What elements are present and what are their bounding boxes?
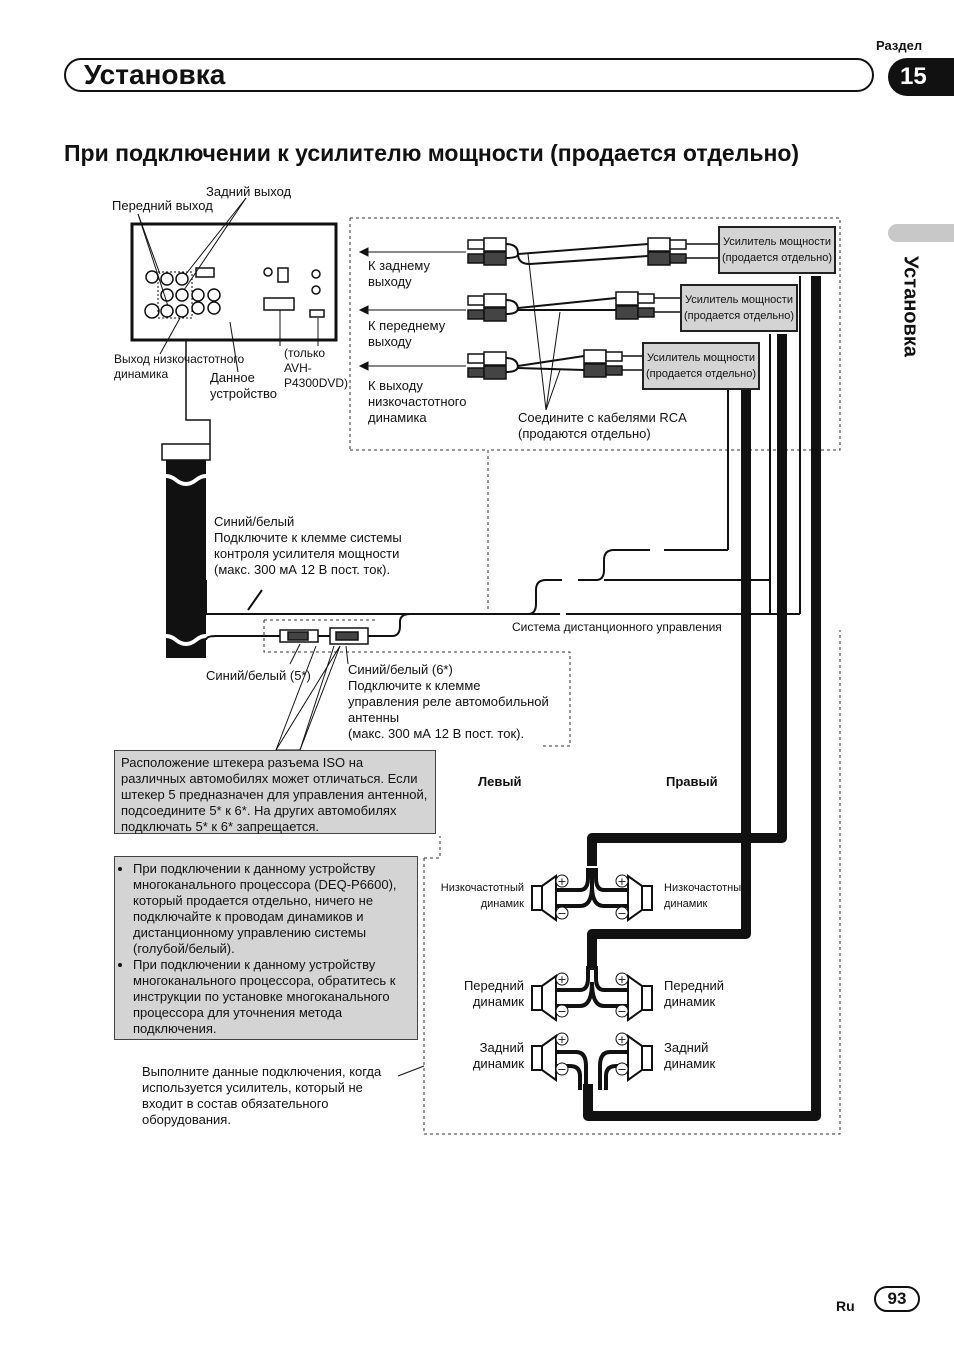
side-chapter-title: Установка bbox=[899, 256, 922, 357]
amplifier-box-2: Усилитель мощности (продается отдельно) bbox=[680, 284, 798, 332]
svg-text:+: + bbox=[617, 973, 626, 986]
label-sub-right: Низкочастотный динамик bbox=[664, 882, 748, 910]
wiring-harness bbox=[166, 460, 206, 658]
chapter-title: Установка bbox=[84, 59, 226, 90]
note-bullet: При подключении к данному устройству мно… bbox=[133, 861, 411, 957]
rca-jacks bbox=[144, 267, 321, 319]
svg-text:−: − bbox=[617, 1063, 626, 1076]
page-heading: При подключении к усилителю мощности (пр… bbox=[64, 140, 800, 166]
label-remote-system: Система дистанционного управления bbox=[512, 620, 722, 634]
label-right: Правый bbox=[666, 774, 718, 789]
note-bullet: При подключении к данному устройству мно… bbox=[133, 957, 411, 1037]
amp-note: Выполните данные подключения, когда испо… bbox=[142, 1064, 382, 1127]
svg-text:+: + bbox=[557, 973, 566, 986]
speakers bbox=[531, 874, 653, 1082]
label-left: Левый bbox=[478, 774, 522, 789]
label-front-output: Передний выход bbox=[112, 198, 213, 213]
label-rca-note: Соедините с кабелями RCA (продаются отде… bbox=[518, 410, 687, 441]
label-to-rear-output: К заднему выходу bbox=[368, 258, 430, 289]
amplifier-label: Усилитель мощности (продается отдельно) bbox=[721, 236, 833, 264]
amplifier-box-3: Усилитель мощности (продается отдельно) bbox=[642, 342, 760, 390]
dashed-frame-top bbox=[350, 217, 841, 612]
label-subwoofer-output: Выход низкочастотного динамика bbox=[114, 352, 245, 381]
processor-note: При подключении к данному устройству мно… bbox=[114, 856, 418, 1040]
svg-text:−: − bbox=[617, 1005, 626, 1018]
label-to-sub-output: К выходу низкочастотного динамика bbox=[368, 378, 467, 425]
amplifier-label: Усилитель мощности (продается отдельно) bbox=[645, 352, 757, 380]
dashed-frame-bottom bbox=[423, 630, 841, 1135]
svg-text:+: + bbox=[557, 1033, 566, 1046]
side-tab bbox=[888, 224, 954, 242]
svg-text:−: − bbox=[557, 1005, 566, 1018]
iso-note: Расположение штекера разъема ISO на разл… bbox=[114, 750, 436, 834]
section-number-badge: 15 bbox=[888, 58, 954, 96]
label-front-left: Передний динамик bbox=[463, 978, 524, 1009]
svg-text:+: + bbox=[617, 1033, 626, 1046]
polarity-marks bbox=[555, 874, 629, 1076]
svg-text:−: − bbox=[557, 907, 566, 920]
label-rear-output: Задний выход bbox=[206, 184, 292, 199]
language-code: Ru bbox=[836, 1298, 855, 1314]
label-sub-left: Низкочастотный динамик bbox=[440, 882, 524, 910]
label-blue-white-6: Синий/белый (6*) Подключите к клемме упр… bbox=[348, 662, 549, 741]
label-blue-white-system: Синий/белый Подключите к клемме системы … bbox=[214, 514, 402, 577]
svg-text:−: − bbox=[557, 1063, 566, 1076]
amplifier-box-1: Усилитель мощности (продается отдельно) bbox=[718, 226, 836, 274]
section-label: Раздел bbox=[876, 38, 923, 53]
label-front-right: Передний динамик bbox=[664, 978, 725, 1009]
label-avh-only: (только AVH- P4300DVD) bbox=[284, 346, 349, 390]
label-rear-right: Задний динамик bbox=[664, 1040, 716, 1071]
svg-text:+: + bbox=[617, 875, 626, 888]
label-rear-left: Задний динамик bbox=[472, 1040, 524, 1071]
amplifier-label: Усилитель мощности (продается отдельно) bbox=[683, 294, 795, 322]
label-blue-white-5: Синий/белый (5*) bbox=[206, 668, 311, 683]
svg-text:+: + bbox=[557, 875, 566, 888]
label-to-front-output: К переднему выходу bbox=[368, 318, 446, 349]
svg-text:−: − bbox=[617, 907, 626, 920]
header-bar bbox=[64, 58, 874, 92]
label-this-unit: Данное устройство bbox=[210, 370, 277, 401]
page-number: 93 bbox=[874, 1286, 920, 1312]
